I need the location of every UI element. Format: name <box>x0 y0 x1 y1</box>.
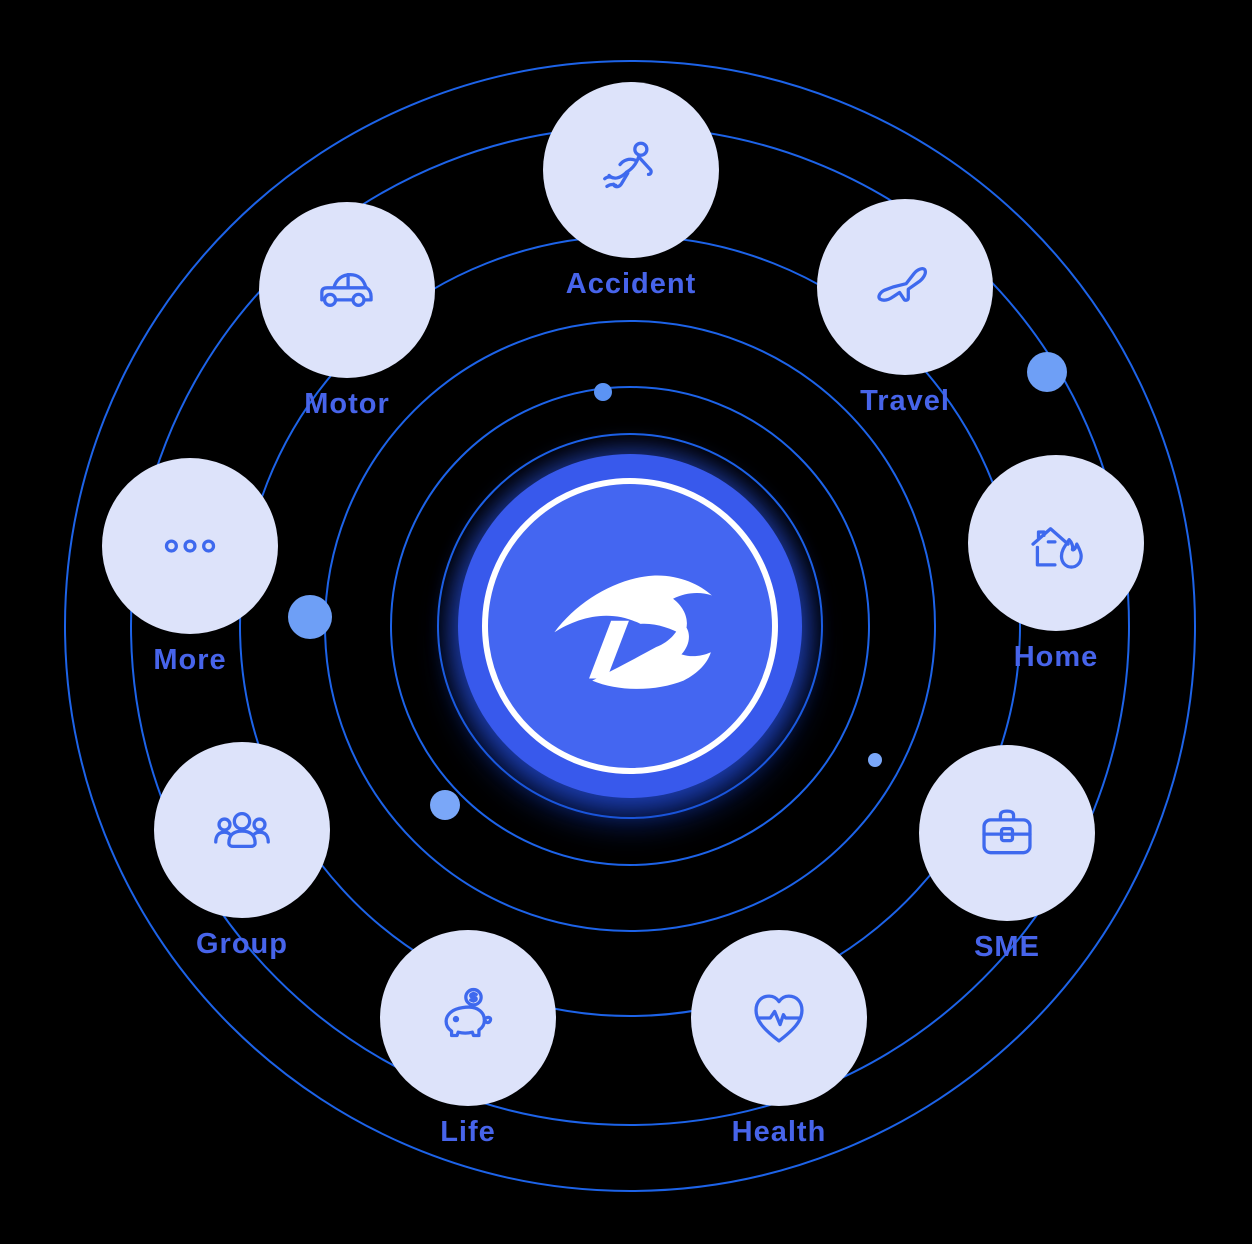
category-node-home[interactable] <box>968 455 1144 631</box>
category-label: Home <box>1013 641 1099 673</box>
house-fire-icon <box>1031 527 1083 569</box>
ellipsis-icon <box>164 539 216 553</box>
category-label: Group <box>196 928 288 960</box>
decor-dot <box>1027 352 1067 392</box>
category-label: Life <box>440 1116 496 1148</box>
piggy-bank-icon <box>444 987 493 1038</box>
category-node-travel[interactable] <box>817 199 993 375</box>
briefcase-icon <box>982 809 1032 855</box>
orbit-ring <box>64 60 1196 1192</box>
category-node-life[interactable] <box>380 930 556 1106</box>
center-brand-circle <box>458 454 802 798</box>
center-brand-inner-circle <box>482 478 778 774</box>
category-node-accident[interactable] <box>543 82 719 258</box>
people-group-icon <box>214 811 270 849</box>
brand-b-logo <box>554 575 712 689</box>
decor-dot <box>868 753 882 767</box>
category-label: Motor <box>304 388 390 420</box>
airplane-icon <box>877 267 928 302</box>
category-node-motor[interactable] <box>259 202 435 378</box>
heart-pulse-icon <box>754 994 804 1043</box>
car-icon <box>320 273 373 307</box>
decor-dot <box>430 790 460 820</box>
category-node-more[interactable] <box>102 458 278 634</box>
category-node-sme[interactable] <box>919 745 1095 921</box>
category-label: Travel <box>860 385 950 417</box>
person-slipping-icon <box>603 141 653 189</box>
category-node-health[interactable] <box>691 930 867 1106</box>
category-label: SME <box>974 931 1040 963</box>
decor-dot <box>288 595 332 639</box>
category-label: More <box>153 644 227 676</box>
category-node-group[interactable] <box>154 742 330 918</box>
category-label: Health <box>731 1116 827 1148</box>
decor-dot <box>594 383 612 401</box>
category-label: Accident <box>565 268 697 300</box>
